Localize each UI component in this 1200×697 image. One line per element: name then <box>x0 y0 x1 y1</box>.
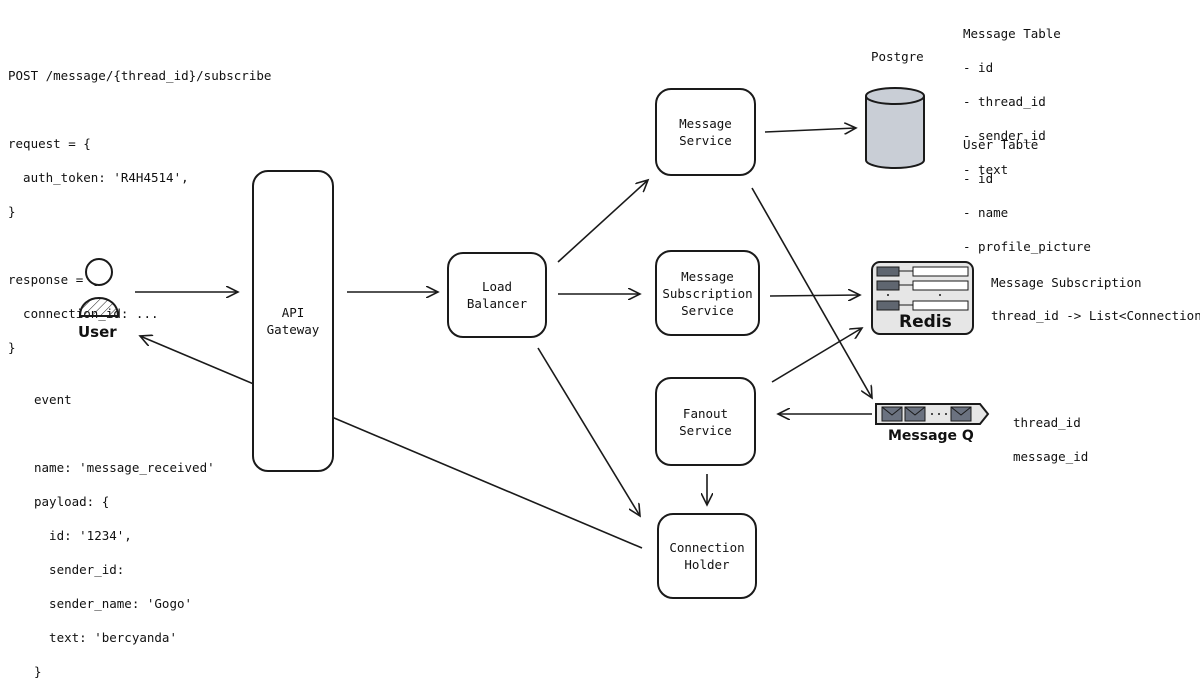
request-line: POST /message/{thread_id}/subscribe <box>8 68 272 83</box>
redis-icon <box>871 261 974 335</box>
subscription-note-mapping: thread_id -> List<Connection> <box>991 308 1200 323</box>
arrow-message-service-to-queue <box>751 187 872 398</box>
subscription-service-node: Message Subscription Service <box>655 250 760 336</box>
queue-note-line: thread_id <box>1013 415 1081 430</box>
payload-text-line: text: 'bercyanda' <box>34 630 177 645</box>
user-table-field: - profile_picture <box>963 239 1091 254</box>
user-label: User <box>78 323 117 341</box>
payload-sender-name-line: sender_name: 'Gogo' <box>34 596 193 611</box>
request-field: auth_token: 'R4H4514', <box>8 170 189 185</box>
payload-close: } <box>34 664 42 679</box>
user-table-field: - id <box>963 171 994 186</box>
payload-open: payload: { <box>34 494 110 509</box>
queue-note-line: message_id <box>1013 449 1089 464</box>
postgres-label: Postgre <box>871 49 924 64</box>
user-icon <box>78 258 120 317</box>
request-open: request = { <box>8 136 91 151</box>
response-close: } <box>8 340 16 355</box>
load-balancer-node: Load Balancer <box>447 252 547 338</box>
user-table-title: User Table <box>963 137 1039 152</box>
user-table-schema: User Table - id - name - profile_picture <box>963 119 1091 272</box>
postgres-database-icon <box>865 87 925 169</box>
message-table-field: - text <box>963 162 1009 177</box>
api-gateway-node: API Gateway <box>252 170 334 472</box>
payload-id-line: id: '1234', <box>34 528 132 543</box>
request-close: } <box>8 204 16 219</box>
event-title: event <box>34 392 72 407</box>
arrow-connection-holder-to-user <box>140 336 643 549</box>
message-service-node: Message Service <box>655 88 756 176</box>
arrow-lb-to-message-service <box>557 180 648 263</box>
event-name-line: name: 'message_received' <box>34 460 215 475</box>
queue-note: thread_id message_id <box>1013 397 1088 482</box>
diagram-connections <box>78 87 990 549</box>
connection-holder-node: Connection Holder <box>657 513 757 599</box>
arrow-lb-to-connection-holder <box>537 347 640 516</box>
user-table-field: - name <box>963 205 1009 220</box>
arrow-subscription-to-redis <box>769 295 860 296</box>
message-queue-label: Message Q <box>888 428 974 444</box>
message-table-field: - id <box>963 60 994 75</box>
payload-sender-id-line: sender_id: <box>34 562 125 577</box>
message-queue-icon <box>875 403 990 425</box>
redis-label: Redis <box>899 312 952 332</box>
arrow-message-service-to-postgres <box>764 128 856 132</box>
message-table-field: - sender_id <box>963 128 1046 143</box>
fanout-service-node: Fanout Service <box>655 377 756 466</box>
subscription-note-title: Message Subscription <box>991 275 1142 290</box>
message-table-title: Message Table <box>963 26 1061 41</box>
message-table-field: - thread_id <box>963 94 1046 109</box>
event-spec-text: event name: 'message_received' payload: … <box>34 374 215 697</box>
message-table-schema: Message Table - id - thread_id - sender_… <box>963 8 1061 195</box>
arrow-fanout-to-redis <box>771 328 862 383</box>
